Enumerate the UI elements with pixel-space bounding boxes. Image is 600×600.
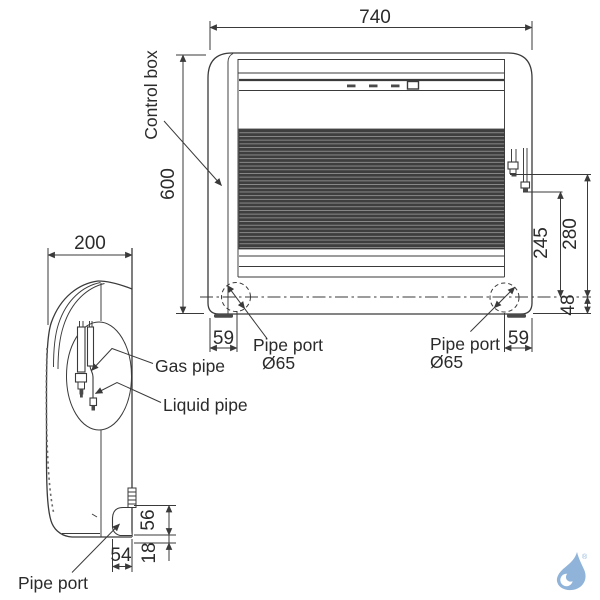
dim-48-value: 48 — [558, 294, 579, 315]
dim-port-offset-right: 59 — [503, 313, 533, 352]
foot-left — [214, 314, 233, 318]
dim-600-value: 600 — [158, 168, 179, 200]
dim-59-left-value: 59 — [213, 328, 234, 349]
pipe-port-label-right: Pipe port Ø65 — [430, 334, 500, 372]
dim-280-value: 280 — [560, 218, 581, 250]
gas-pipe-label: Gas pipe — [155, 356, 225, 376]
louver-grille — [238, 128, 505, 250]
diameter-leader-right — [470, 286, 516, 332]
indicator-dash — [347, 84, 356, 88]
pipe-port-bottom-label: Pipe port — [18, 573, 88, 593]
dim-740-value: 740 — [359, 7, 391, 28]
side-view: 200 56 18 54 Gas pipe Liquid pipe — [18, 233, 248, 593]
control-box-label: Control box — [141, 50, 161, 140]
liquid-pipe-assembly — [86, 321, 98, 411]
registered-trademark: ® — [582, 553, 588, 561]
pipe-port-circle-left — [221, 282, 251, 312]
display-window — [406, 80, 420, 90]
gas-pipe-callout: Gas pipe — [91, 347, 225, 376]
gas-pipe-assembly — [74, 321, 88, 398]
dim-height-600: 600 — [158, 54, 206, 315]
liquid-pipe-callout: Liquid pipe — [94, 381, 248, 415]
svg-text:Ø65: Ø65 — [262, 353, 295, 373]
dim-port-bottom-18: 18 — [134, 535, 176, 564]
control-box-callout: Control box — [141, 50, 222, 186]
rear-pipe-knockout — [111, 487, 137, 537]
dim-liquid-height-245: 245 — [531, 191, 564, 298]
liquid-pipe-label: Liquid pipe — [163, 395, 248, 415]
refrigerant-pipe-stubs — [507, 148, 531, 192]
pipe-port-circle-right — [489, 282, 520, 313]
pipe-port-label-left: Pipe port Ø65 — [253, 335, 323, 373]
svg-text:Pipe port: Pipe port — [430, 334, 500, 354]
indicator-dash — [369, 84, 378, 88]
svg-text:Pipe port: Pipe port — [253, 335, 323, 355]
water-drop-logo: ® — [556, 552, 588, 591]
pipe-port-callout-bottom: Pipe port — [18, 523, 120, 593]
dim-56-value: 56 — [138, 509, 159, 530]
dim-base-48: 48 — [558, 294, 591, 316]
dim-port-height-56: 56 — [134, 504, 176, 536]
dim-245-value: 245 — [531, 227, 552, 259]
diameter-leader-left — [226, 284, 268, 339]
dim-port-width-54: 54 — [110, 539, 133, 572]
foot-right — [507, 314, 526, 318]
dim-port-offset-left: 59 — [209, 311, 238, 352]
grille-edge-texture — [45, 347, 55, 513]
dim-18-value: 18 — [139, 542, 160, 563]
dim-200-value: 200 — [74, 233, 106, 254]
dim-54-value: 54 — [110, 545, 132, 566]
dim-59-right-value: 59 — [508, 328, 529, 349]
dim-gas-height-280: 280 — [560, 173, 591, 298]
display-strip — [239, 78, 504, 91]
dim-width-740: 740 — [209, 7, 533, 50]
front-view: 740 600 Control box 59 59 Pipe port Ø65 — [141, 7, 591, 373]
svg-text:Ø65: Ø65 — [430, 352, 463, 372]
indicator-dash — [391, 84, 400, 88]
dim-depth-200: 200 — [47, 233, 133, 325]
